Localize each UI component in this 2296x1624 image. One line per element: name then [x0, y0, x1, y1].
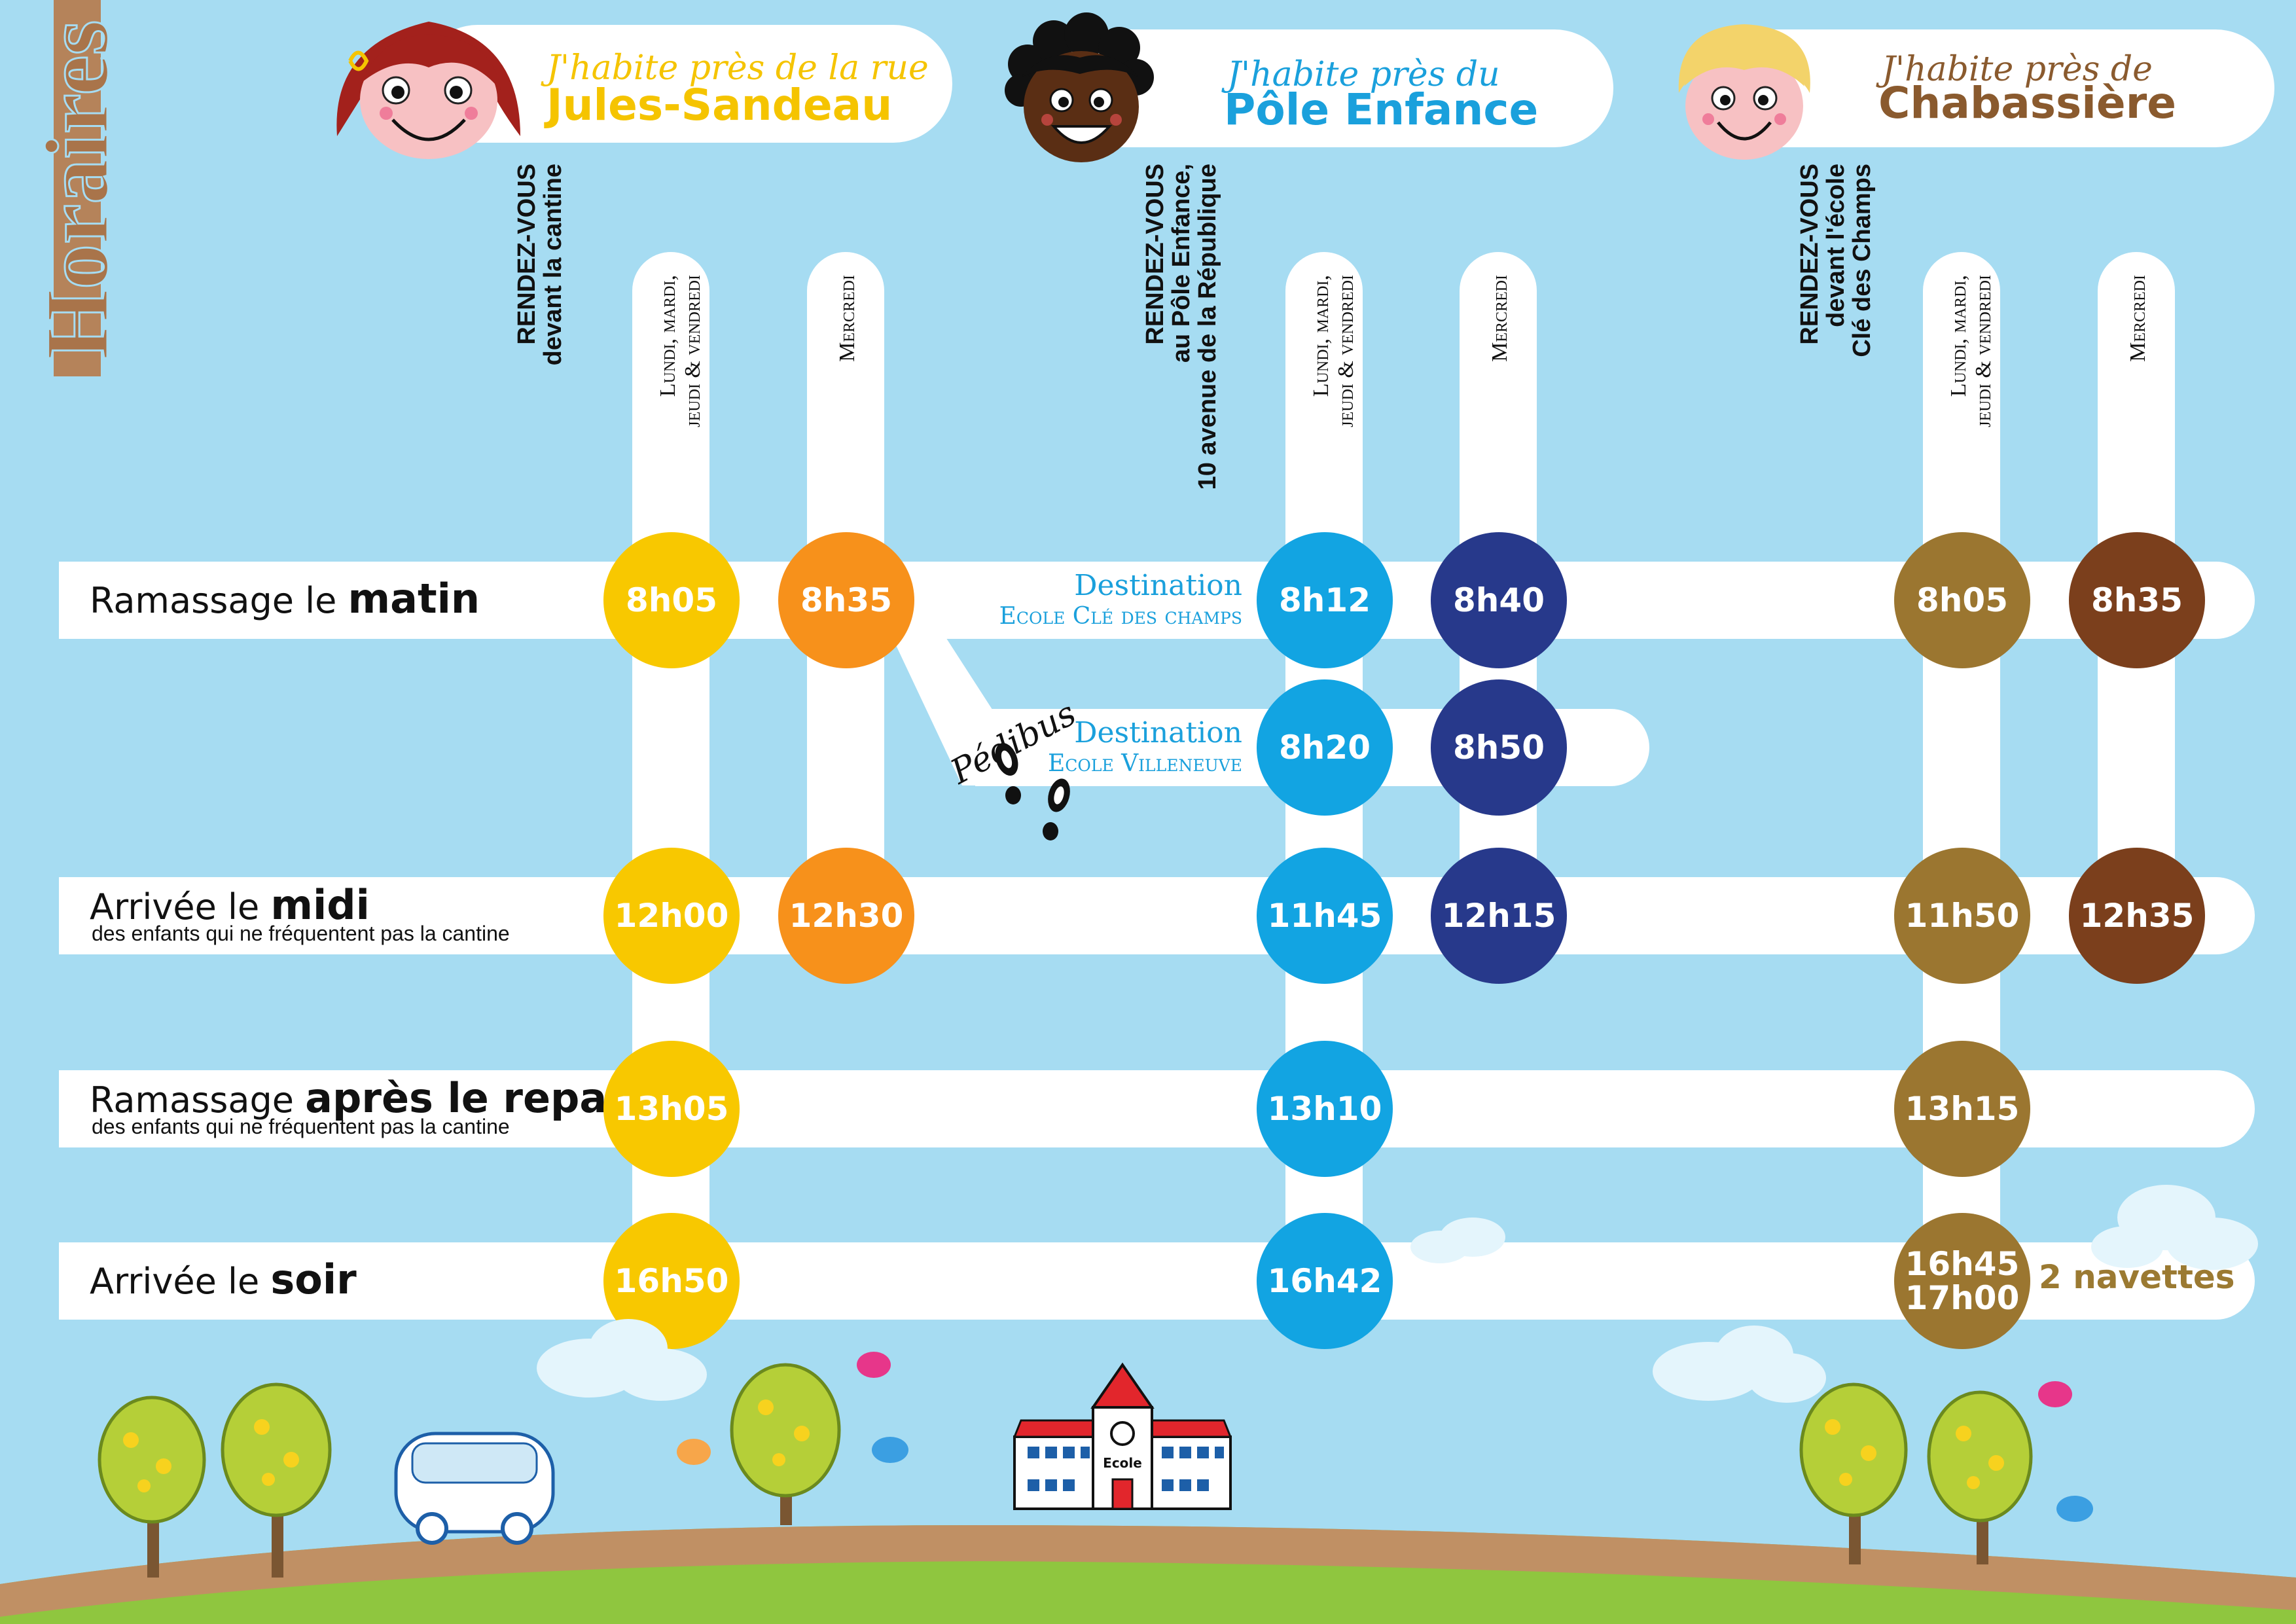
cloud-icon — [537, 1185, 2258, 1403]
time-ch-soir-first: 16h45 — [1905, 1244, 2020, 1283]
destination-villeneuve-line2: Ecole Villeneuve — [1047, 750, 1242, 777]
bus-icon — [394, 1432, 555, 1545]
row-label-repas: Ramassage après le repas — [90, 1078, 631, 1119]
destination-cle-line2: Ecole Clé des champs — [999, 603, 1242, 630]
time-ch-weekdays-matin: 8h05 — [1894, 532, 2030, 668]
header-chabassiere-line2: Chabassière — [1878, 78, 2177, 128]
header-pole-enfance-line2: Pôle Enfance — [1224, 84, 1539, 135]
row-midi-sub: des enfants qui ne fréquentent pas la ca… — [92, 922, 510, 945]
row-matin-prefix: Ramassage le — [90, 580, 348, 621]
row-track-matin — [59, 562, 2255, 639]
girl-red-hair-icon — [336, 22, 520, 159]
time-pe-weekdays-soir: 16h42 — [1257, 1213, 1393, 1349]
time-ch-wednesday-matin: 8h35 — [2069, 532, 2205, 668]
row-midi-bold: midi — [270, 881, 370, 929]
boy-blond-hair-icon — [1678, 24, 1810, 160]
side-title-strip — [54, 0, 101, 376]
time-pe-wednesday-matin: 8h40 — [1431, 532, 1567, 668]
row-repas-prefix: Ramassage — [90, 1079, 306, 1121]
boy-curly-hair-icon — [1005, 12, 1154, 162]
row-track-midi — [59, 877, 2255, 954]
row-repas-bold: après le repas — [305, 1074, 632, 1122]
header-jules-sandeau-line2: Jules-Sandeau — [547, 80, 893, 130]
time-pe-weekdays-matin: 8h12 — [1257, 532, 1393, 668]
time-pe-weekdays-matin-villeneuve: 8h20 — [1257, 679, 1393, 816]
time-js-weekdays-repas: 13h05 — [603, 1041, 740, 1177]
row-matin-bold: matin — [348, 575, 480, 623]
row-track-repas — [59, 1070, 2255, 1147]
row-label-matin: Ramassage le matin — [90, 579, 480, 619]
time-pe-wednesday-midi: 12h15 — [1431, 848, 1567, 984]
time-pe-wednesday-matin-villeneuve: 8h50 — [1431, 679, 1567, 816]
time-js-weekdays-midi: 12h00 — [603, 848, 740, 984]
row-repas-sub: des enfants qui ne fréquentent pas la ca… — [92, 1115, 510, 1138]
time-ch-weekdays-soir: 16h45 17h00 — [1894, 1213, 2030, 1349]
destination-villeneuve: Destination Ecole Villeneuve — [1048, 717, 1242, 778]
header-pole-enfance-line1: J'habite près du — [1227, 55, 1500, 94]
time-js-wednesday-midi: 12h30 — [778, 848, 914, 984]
row-soir-prefix: Arrivée le — [90, 1261, 271, 1302]
row-midi-prefix: Arrivée le — [90, 886, 271, 928]
header-chabassiere-line1: J'habite près de — [1882, 50, 2153, 89]
destination-cle-line1: Destination — [1074, 569, 1242, 602]
row-soir-bold: soir — [270, 1255, 357, 1303]
time-ch-wednesday-midi: 12h35 — [2069, 848, 2205, 984]
row-label-midi: Arrivée le midi — [90, 885, 370, 926]
time-ch-soir-second: 17h00 — [1905, 1279, 2020, 1317]
time-ch-weekdays-midi: 11h50 — [1894, 848, 2030, 984]
row-label-soir: Arrivée le soir — [90, 1259, 357, 1300]
school-icon — [1013, 1362, 1232, 1510]
destination-villeneuve-line1: Destination — [1074, 716, 1242, 749]
row-track-soir — [59, 1242, 2255, 1320]
time-js-weekdays-matin: 8h05 — [603, 532, 740, 668]
tree-icon — [98, 1363, 2033, 1578]
time-pe-weekdays-midi: 11h45 — [1257, 848, 1393, 984]
destination-cle-des-champs: Destination Ecole Clé des champs — [999, 569, 1242, 631]
time-js-wednesday-matin: 8h35 — [778, 532, 914, 668]
header-jules-sandeau-line1: J'habite près de la rue — [547, 48, 929, 88]
time-pe-weekdays-repas: 13h10 — [1257, 1041, 1393, 1177]
time-ch-weekdays-repas: 13h15 — [1894, 1041, 2030, 1177]
school-sign: Ecole — [1103, 1455, 1142, 1471]
